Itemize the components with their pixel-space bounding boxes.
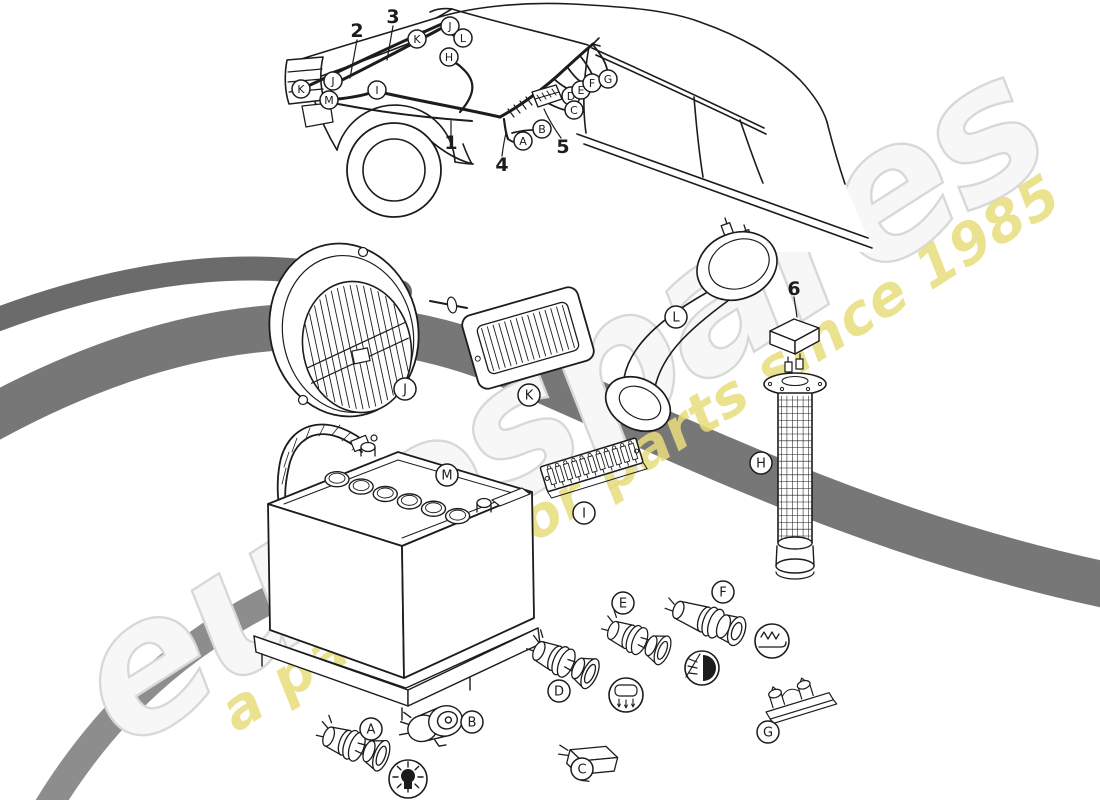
callout-letter-j: J xyxy=(323,71,343,91)
callout-number-1: 1 xyxy=(444,132,457,154)
callout-number-5: 5 xyxy=(556,136,569,158)
callout-number-2: 2 xyxy=(350,20,363,42)
callout-letter-a: A xyxy=(359,717,383,741)
callout-letter-h: H xyxy=(749,451,773,475)
turn-signal-lamp-drawing xyxy=(429,286,595,390)
callout-letter-g: G xyxy=(756,720,780,744)
svg-text:F: F xyxy=(589,77,595,90)
svg-text:G: G xyxy=(604,73,613,86)
svg-text:I: I xyxy=(582,507,586,522)
callout-letter-b: B xyxy=(532,119,552,139)
horn-drawing xyxy=(604,217,778,433)
callout-letter-l: L xyxy=(453,28,473,48)
heater-coil-symbol-icon xyxy=(754,623,790,659)
rubber-cap-drawing xyxy=(769,296,820,355)
svg-text:A: A xyxy=(367,723,376,738)
callout-letter-f: F xyxy=(711,580,735,604)
svg-text:I: I xyxy=(375,84,378,97)
callout-letter-b: B xyxy=(460,710,484,734)
svg-text:G: G xyxy=(763,726,773,741)
svg-text:C: C xyxy=(570,104,578,117)
fuse-box-drawing xyxy=(539,437,648,499)
fuel-level-sender-drawing xyxy=(763,353,827,580)
headlight-drawing xyxy=(268,242,420,418)
switch-e-drawing xyxy=(600,609,672,666)
rear-defrost-symbol-icon xyxy=(608,677,644,713)
callout-letter-f: F xyxy=(582,73,602,93)
svg-text:K: K xyxy=(413,33,421,46)
svg-text:F: F xyxy=(719,586,726,601)
callout-letter-j: J xyxy=(393,377,417,401)
svg-text:B: B xyxy=(468,716,477,731)
svg-text:J: J xyxy=(447,20,451,33)
callout-letter-c: C xyxy=(570,757,594,781)
callout-letter-d: D xyxy=(547,679,571,703)
svg-text:L: L xyxy=(672,311,680,326)
headlight-screw xyxy=(297,394,309,406)
svg-text:E: E xyxy=(619,597,627,612)
svg-text:D: D xyxy=(567,90,575,103)
svg-text:K: K xyxy=(525,389,534,404)
callout-number-6: 6 xyxy=(787,278,800,300)
callout-letter-l: L xyxy=(664,305,688,329)
fog-light-symbol-icon xyxy=(684,650,720,686)
ignition-switch-b-drawing xyxy=(398,705,464,747)
callout-numbers: 1 2 3 4 5 6 xyxy=(350,6,800,300)
headlight-screw xyxy=(357,246,369,258)
switch-d-drawing xyxy=(526,629,600,690)
svg-text:J: J xyxy=(330,75,334,88)
callout-letter-g: G xyxy=(598,69,618,89)
car-outline-drawing xyxy=(284,2,874,252)
svg-text:C: C xyxy=(577,763,586,778)
switch-a-drawing xyxy=(315,714,391,772)
svg-text:D: D xyxy=(554,685,564,700)
callout-letter-c: C xyxy=(564,100,584,120)
svg-text:M: M xyxy=(441,469,452,484)
headlight-symbol-icon xyxy=(388,759,428,799)
callout-letter-k: K xyxy=(517,383,541,407)
callout-letter-m: M xyxy=(319,90,339,110)
svg-text:M: M xyxy=(324,94,334,107)
callout-letter-a: A xyxy=(513,131,533,151)
svg-text:K: K xyxy=(297,83,305,96)
callout-letter-i: I xyxy=(367,80,387,100)
svg-text:E: E xyxy=(578,84,585,97)
wiring-harness-drawing xyxy=(304,21,608,157)
callout-letter-k: K xyxy=(407,29,427,49)
license-plate-light-g-drawing xyxy=(765,677,838,724)
svg-text:H: H xyxy=(445,51,453,64)
svg-text:A: A xyxy=(519,135,527,148)
svg-text:B: B xyxy=(538,123,546,136)
svg-text:H: H xyxy=(756,457,766,472)
callout-letter-e: E xyxy=(611,591,635,615)
callout-letter-j: J xyxy=(440,16,460,36)
svg-text:J: J xyxy=(402,383,407,398)
callout-letter-k: K xyxy=(291,79,311,99)
callout-letter-h: H xyxy=(439,47,459,67)
callout-letter-m: M xyxy=(435,463,459,487)
cigarette-lighter-f-drawing xyxy=(664,597,747,647)
battery-drawing xyxy=(253,423,541,721)
callout-number-4: 4 xyxy=(495,154,508,176)
svg-text:L: L xyxy=(460,32,467,45)
callout-number-3: 3 xyxy=(386,6,399,28)
callout-letter-i: I xyxy=(572,501,596,525)
